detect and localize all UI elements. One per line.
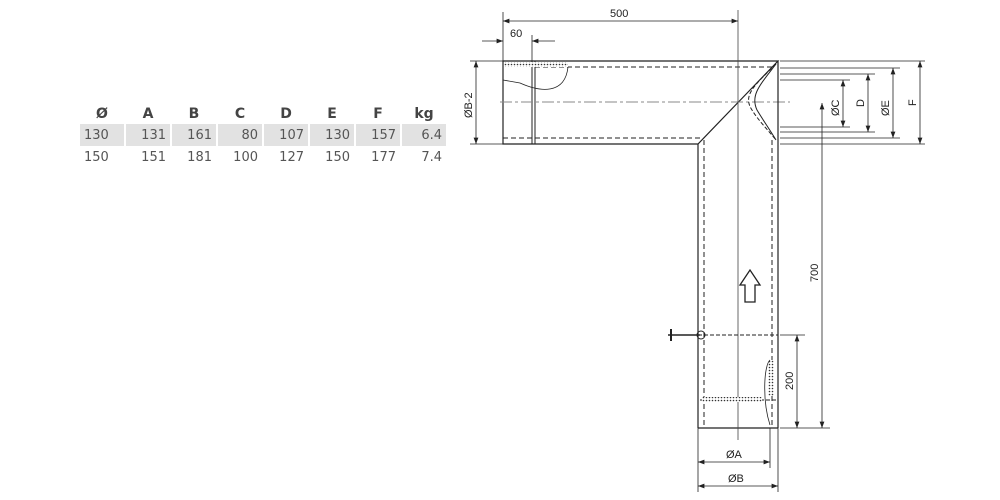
- cell: 151: [141, 149, 166, 165]
- door-handle-icon: [668, 329, 706, 341]
- cell: 181: [187, 149, 212, 165]
- cell: 131: [126, 124, 170, 146]
- col-header: E: [327, 106, 337, 122]
- cell: 150: [325, 149, 350, 165]
- dim-f-label: F: [907, 99, 919, 106]
- dim-height-label: 700: [809, 264, 821, 282]
- cell: 6.4: [402, 124, 446, 146]
- cell: 100: [233, 149, 258, 165]
- col-header: kg: [414, 106, 434, 122]
- table-row: 130 131 161 80 107 130 157 6.4: [80, 124, 446, 146]
- cell: 107: [264, 124, 308, 146]
- col-header: C: [234, 106, 246, 122]
- cell: 157: [356, 124, 400, 146]
- cell: 130: [80, 124, 124, 146]
- cell: 150: [84, 149, 109, 165]
- cell: 127: [279, 149, 304, 165]
- col-header: D: [280, 106, 292, 122]
- dimension-table: Ø A B C D E F kg 130 131 161 80 107 130 …: [78, 104, 448, 168]
- col-header: A: [142, 106, 154, 122]
- cell: 80: [218, 124, 262, 146]
- table-header-row: Ø A B C D E F kg: [80, 104, 446, 124]
- dim-d-label: D: [855, 99, 867, 107]
- col-header: F: [373, 106, 383, 122]
- col-header: Ø: [96, 106, 108, 122]
- dim-door-label: 200: [784, 372, 796, 390]
- table-row: 150 151 181 100 127 150 177 7.4: [80, 146, 446, 168]
- cell: 7.4: [421, 149, 442, 165]
- cell: 161: [172, 124, 216, 146]
- dim-b2-label: ØB-2: [463, 92, 475, 118]
- dim-e-label: ØE: [880, 100, 892, 116]
- dim-overlap-label: 60: [510, 28, 522, 40]
- pipe-elbow: [500, 10, 790, 440]
- flow-arrow-icon: [738, 268, 762, 303]
- dim-c-label: ØC: [830, 99, 842, 116]
- cell: 177: [371, 149, 396, 165]
- dimension-lines: [470, 12, 925, 492]
- dim-b-label: ØB: [728, 473, 744, 485]
- dim-length-label: 500: [610, 8, 628, 20]
- dim-a-label: ØA: [726, 449, 743, 461]
- cell: 130: [310, 124, 354, 146]
- col-header: B: [188, 106, 200, 122]
